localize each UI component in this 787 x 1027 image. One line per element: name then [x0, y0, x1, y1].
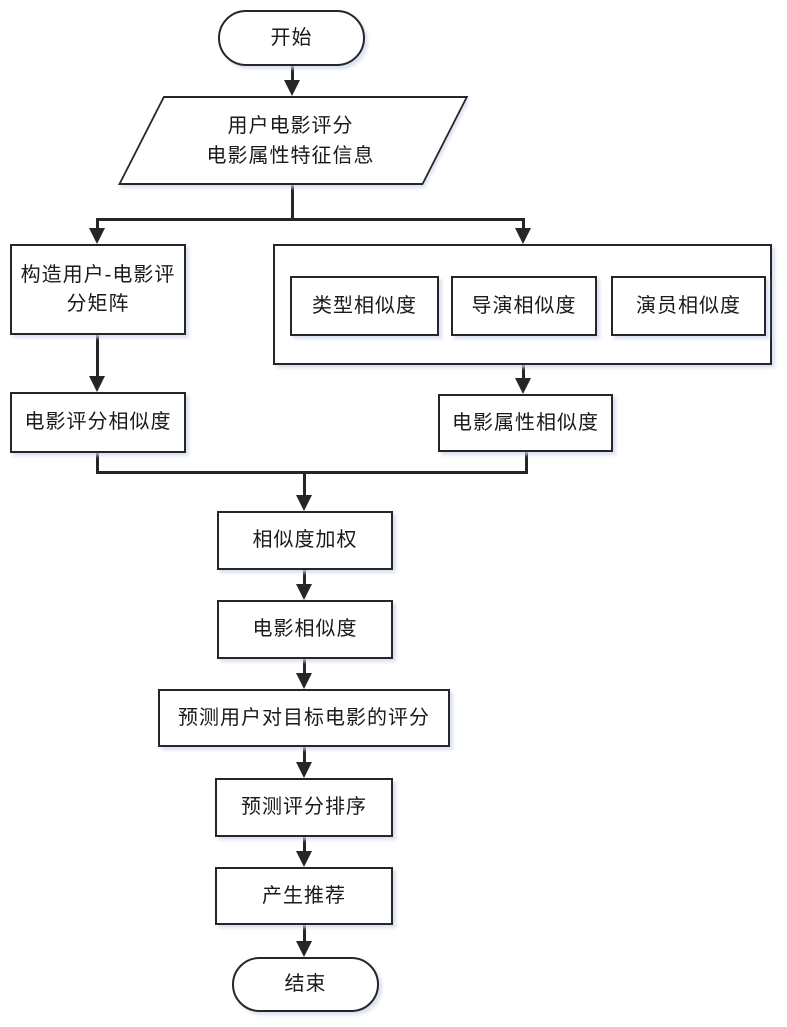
connector-start-input — [291, 66, 294, 82]
genre-similarity-node: 类型相似度 — [290, 276, 439, 336]
arrowhead-icon — [284, 80, 300, 96]
similarity-weighting-node: 相似度加权 — [217, 511, 393, 570]
arrowhead-icon — [296, 495, 312, 511]
arrowhead-icon — [515, 228, 531, 244]
arrowhead-icon — [296, 941, 312, 957]
connector-container-attrsim — [522, 365, 525, 380]
rank-predictions-label: 预测评分排序 — [241, 796, 367, 818]
input-parallelogram: 用户电影评分 电影属性特征信息 — [118, 96, 469, 185]
splitter-line — [96, 218, 525, 221]
rating-similarity-label: 电影评分相似度 — [24, 411, 172, 433]
merge-line — [96, 471, 528, 474]
connector-attrsim-merge — [525, 451, 528, 474]
rating-similarity-node: 电影评分相似度 — [10, 392, 186, 453]
connector-input-splitter — [291, 185, 294, 221]
arrowhead-icon — [296, 851, 312, 867]
connector-splitter-right — [522, 218, 525, 230]
connector-ratingsim-merge — [96, 453, 99, 474]
attribute-similarity-label: 电影属性相似度 — [452, 411, 599, 434]
arrowhead-icon — [89, 228, 105, 244]
generate-recommendation-label: 产生推荐 — [262, 884, 346, 907]
director-similarity-label: 导演相似度 — [471, 294, 577, 317]
connector-matrix-ratingsim — [96, 335, 99, 378]
end-node: 结束 — [232, 957, 379, 1012]
arrowhead-icon — [296, 762, 312, 778]
movie-similarity-label: 电影相似度 — [252, 618, 358, 640]
build-matrix-node: 构造用户-电影评分矩阵 — [10, 244, 186, 335]
arrowhead-icon — [515, 378, 531, 394]
end-label: 结束 — [284, 973, 327, 995]
actor-similarity-label: 演员相似度 — [636, 294, 741, 317]
generate-recommendation-node: 产生推荐 — [215, 867, 393, 925]
attribute-similarity-node: 电影属性相似度 — [438, 394, 613, 452]
predict-rating-node: 预测用户对目标电影的评分 — [158, 689, 450, 747]
predict-rating-label: 预测用户对目标电影的评分 — [178, 706, 430, 729]
connector-moviesim-predict — [303, 659, 306, 675]
start-label: 开始 — [270, 26, 313, 49]
connector-rank-recommend — [303, 837, 306, 853]
connector-weighting-moviesim — [303, 570, 306, 586]
start-node: 开始 — [218, 10, 365, 66]
build-matrix-label: 构造用户-电影评分矩阵 — [20, 263, 176, 315]
connector-merge-weighting — [303, 471, 306, 497]
similarity-weighting-label: 相似度加权 — [252, 529, 358, 551]
arrowhead-icon — [296, 584, 312, 600]
connector-predict-rank — [303, 747, 306, 764]
movie-similarity-node: 电影相似度 — [217, 600, 393, 659]
input-label: 用户电影评分 电影属性特征信息 — [206, 114, 375, 167]
connector-recommend-end — [303, 925, 306, 943]
connector-splitter-left — [96, 218, 99, 230]
genre-similarity-label: 类型相似度 — [312, 294, 417, 317]
attribute-similarity-group: 类型相似度 导演相似度 演员相似度 — [273, 244, 772, 365]
director-similarity-node: 导演相似度 — [451, 276, 597, 336]
rank-predictions-node: 预测评分排序 — [215, 778, 393, 837]
arrowhead-icon — [89, 376, 105, 392]
arrowhead-icon — [296, 673, 312, 689]
actor-similarity-node: 演员相似度 — [611, 276, 766, 336]
